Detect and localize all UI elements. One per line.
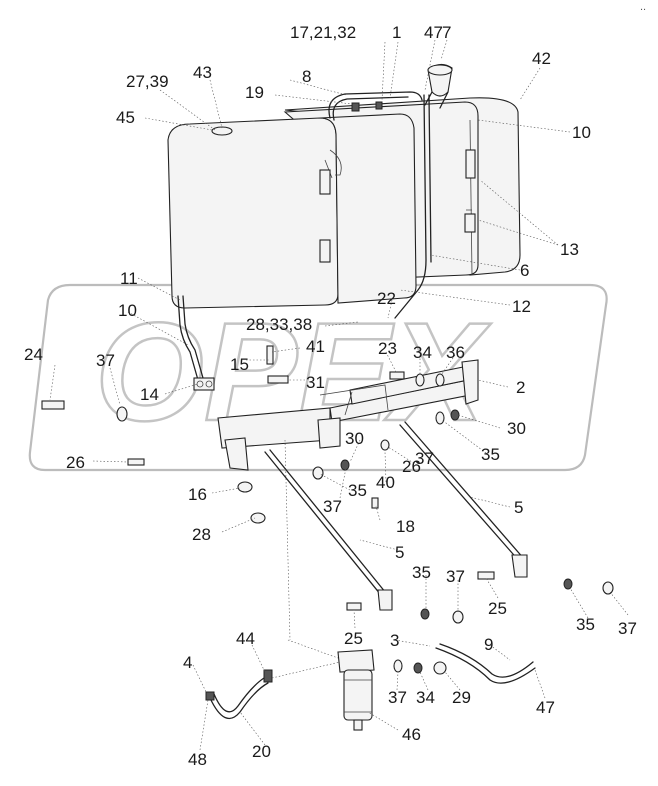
- callout-35-low: 35: [412, 563, 431, 582]
- fuel-tank-left: [167, 113, 417, 309]
- callout-29: 29: [452, 688, 471, 707]
- callout-28: 28: [192, 525, 211, 544]
- callout-15: 15: [230, 355, 249, 374]
- callout-30-mid: 30: [345, 429, 364, 448]
- callout-6: 6: [520, 261, 529, 280]
- callout-47-top: 47: [424, 23, 443, 42]
- bolt-23: [389, 371, 405, 380]
- callout-42: 42: [532, 49, 551, 68]
- callout-37-bottom: 37: [388, 688, 407, 707]
- callout-7: 7: [442, 23, 451, 42]
- callout-10-left: 10: [118, 301, 137, 320]
- callout-30-right: 30: [507, 419, 526, 438]
- callout-25-right: 25: [488, 599, 507, 618]
- callout-24: 24: [24, 345, 43, 364]
- filler-neck: [424, 63, 453, 109]
- callout-23: 23: [378, 339, 397, 358]
- callout-5-mid: 5: [395, 543, 404, 562]
- callout-37-center: 37: [323, 497, 342, 516]
- callout-36: 36: [446, 343, 465, 362]
- callout-37-mid: 37: [415, 449, 434, 468]
- callout-2: 2: [516, 378, 525, 397]
- callout-43: 43: [193, 63, 212, 82]
- callout-16: 16: [188, 485, 207, 504]
- callout-5-right: 5: [514, 498, 523, 517]
- callout-45: 45: [116, 108, 135, 127]
- callout-12: 12: [512, 297, 531, 316]
- callout-19: 19: [245, 83, 264, 102]
- callout-46: 46: [402, 725, 421, 744]
- callout-22: 22: [377, 289, 396, 308]
- lower-hoses: [205, 643, 536, 720]
- callout-48: 48: [188, 750, 207, 769]
- callout-37-far: 37: [618, 619, 637, 638]
- watermark-frame: [28, 283, 608, 472]
- callout-4: 4: [183, 653, 192, 672]
- bolt-24: [41, 400, 65, 410]
- callout-13: 13: [560, 240, 579, 259]
- bolts-upper: [41, 345, 405, 410]
- callout-28-33-38: 28,33,38: [246, 315, 312, 334]
- callout-8: 8: [302, 67, 311, 86]
- callout-40: 40: [376, 473, 395, 492]
- callout-3: 3: [390, 631, 399, 650]
- callout-31: 31: [306, 373, 325, 392]
- bolt-41: [266, 345, 274, 365]
- support-struts: [264, 421, 528, 611]
- washers-nuts: [116, 373, 614, 624]
- callout-34-top: 34: [413, 343, 432, 362]
- callout-1: 1: [392, 23, 401, 42]
- callout-47-bottom: 47: [536, 698, 555, 717]
- callout-37-low: 37: [446, 567, 465, 586]
- bolt-31: [267, 375, 289, 384]
- fuel-filter: [337, 649, 375, 731]
- callout-44: 44: [236, 629, 255, 648]
- leader-lines: [49, 39, 629, 751]
- callout-34-bottom: 34: [416, 688, 435, 707]
- callout-26-mid: 26: [402, 457, 421, 476]
- callout-37-left: 37: [96, 351, 115, 370]
- left-hanging-pipe: [177, 295, 215, 391]
- callout-18: 18: [396, 517, 415, 536]
- callout-41: 41: [306, 337, 325, 356]
- top-pipes: [328, 91, 432, 319]
- callout-35-far: 35: [576, 615, 595, 634]
- callout-26-left: 26: [66, 453, 85, 472]
- tank-cap-small: [211, 126, 233, 136]
- callout-9: 9: [484, 635, 493, 654]
- callout-35-right: 35: [481, 445, 500, 464]
- corner-mark: ..: [640, 1, 646, 13]
- callout-20: 20: [252, 742, 271, 761]
- callout-35-mid: 35: [348, 481, 367, 500]
- callout-11: 11: [120, 269, 138, 288]
- callout-10-right: 10: [572, 123, 591, 142]
- callout-14: 14: [140, 385, 159, 404]
- callout-27-39: 27,39: [126, 72, 169, 91]
- callout-17-21-32: 17,21,32: [290, 23, 356, 42]
- callout-25-left: 25: [344, 629, 363, 648]
